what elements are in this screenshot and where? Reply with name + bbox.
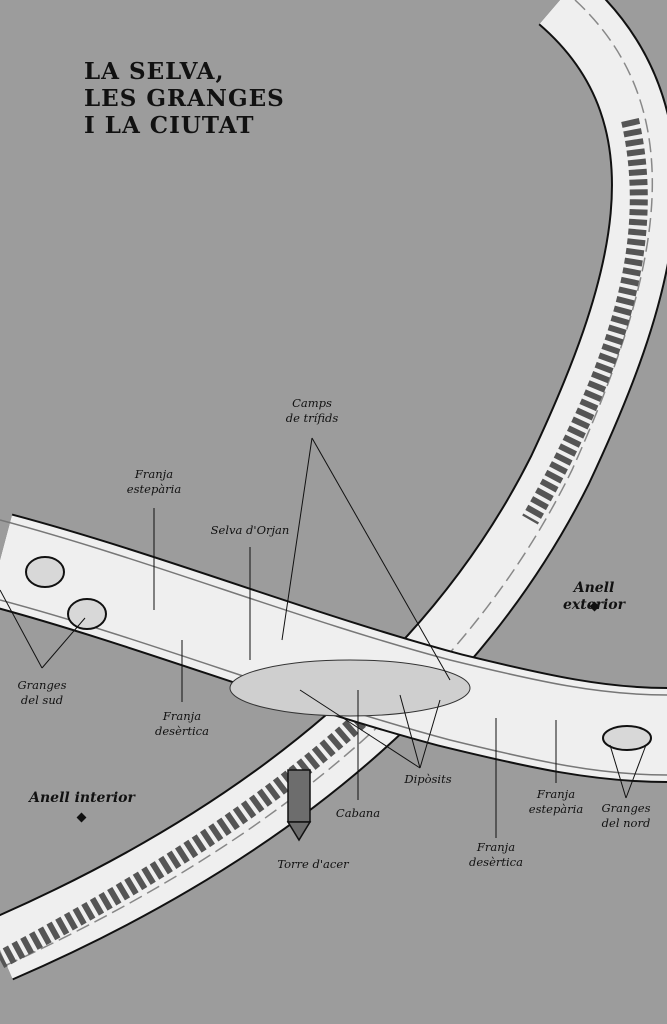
- steel-tower: [286, 769, 312, 842]
- label-selva-orjan: Selva d'Orjan: [210, 523, 290, 537]
- label-torre-acer: Torre d'acer: [277, 857, 349, 871]
- anell-exterior-marker: [589, 601, 600, 612]
- label-franja-desertica-west: Franja desèrtica: [155, 709, 209, 738]
- outer-ring: [0, 513, 667, 783]
- anell-interior-marker: [76, 812, 87, 823]
- farm-south-2: [67, 598, 107, 630]
- label-camps-de-trifids: Camps de trífids: [285, 396, 339, 425]
- jungle-area: [229, 659, 471, 717]
- farm-south-1: [25, 556, 65, 588]
- farm-north-1: [602, 725, 652, 751]
- leader-lines: [0, 437, 647, 838]
- label-franja-desertica-east: Franja desèrtica: [469, 840, 523, 869]
- label-franja-esteparia-west: Franja estepària: [126, 467, 182, 496]
- label-diposits: Dipòsits: [404, 772, 452, 786]
- label-cabana: Cabana: [335, 806, 381, 820]
- page-title: LA SELVA, LES GRANGES I LA CIUTAT: [84, 58, 285, 139]
- farm-circles: [25, 556, 652, 751]
- label-anell-exterior: Anell exterior: [562, 580, 626, 613]
- label-granges-del-nord: Granges del nord: [601, 801, 651, 830]
- label-franja-esteparia-east: Franja estepària: [528, 787, 584, 816]
- label-granges-del-sud: Granges del sud: [17, 678, 67, 707]
- inner-ring: [0, 0, 667, 981]
- label-anell-interior: Anell interior: [29, 790, 135, 806]
